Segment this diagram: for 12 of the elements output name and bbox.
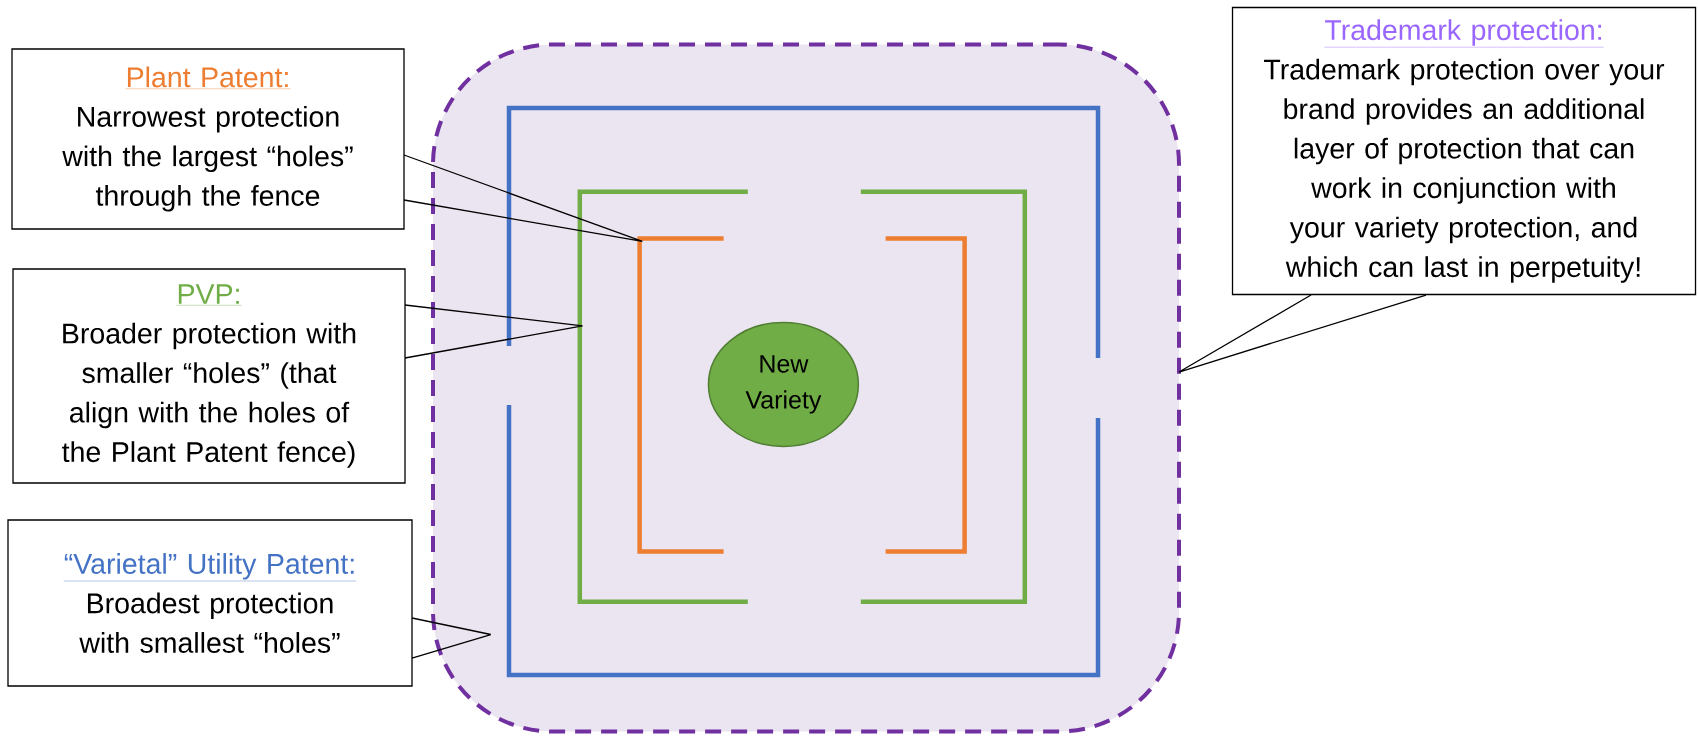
callout-box: Plant Patent: Narrowest protection with the largest “holes” through the fence — [11, 48, 405, 230]
callout-box: Trademark protection: Trademark protection over your brand provides an additional layer of protection that can work in conjunction with your variety protection, and which can last in perpetuity! — [1231, 6, 1697, 296]
callout-pointer — [1178, 294, 1427, 373]
fence — [637, 236, 967, 554]
fence — [506, 105, 1101, 678]
callout-box: “Varietal” Utility Patent: Broadest protection with smallest “holes” — [7, 519, 413, 687]
fence — [577, 189, 1028, 605]
callout-pointer — [403, 154, 644, 243]
callout-pointer — [404, 304, 584, 359]
callout-box: PVP: Broader protection with smaller “holes” (that align with the holes of the Plant Patent fence) — [12, 268, 406, 484]
callout-pointer — [411, 617, 492, 659]
dashed-boundary — [431, 42, 1181, 734]
